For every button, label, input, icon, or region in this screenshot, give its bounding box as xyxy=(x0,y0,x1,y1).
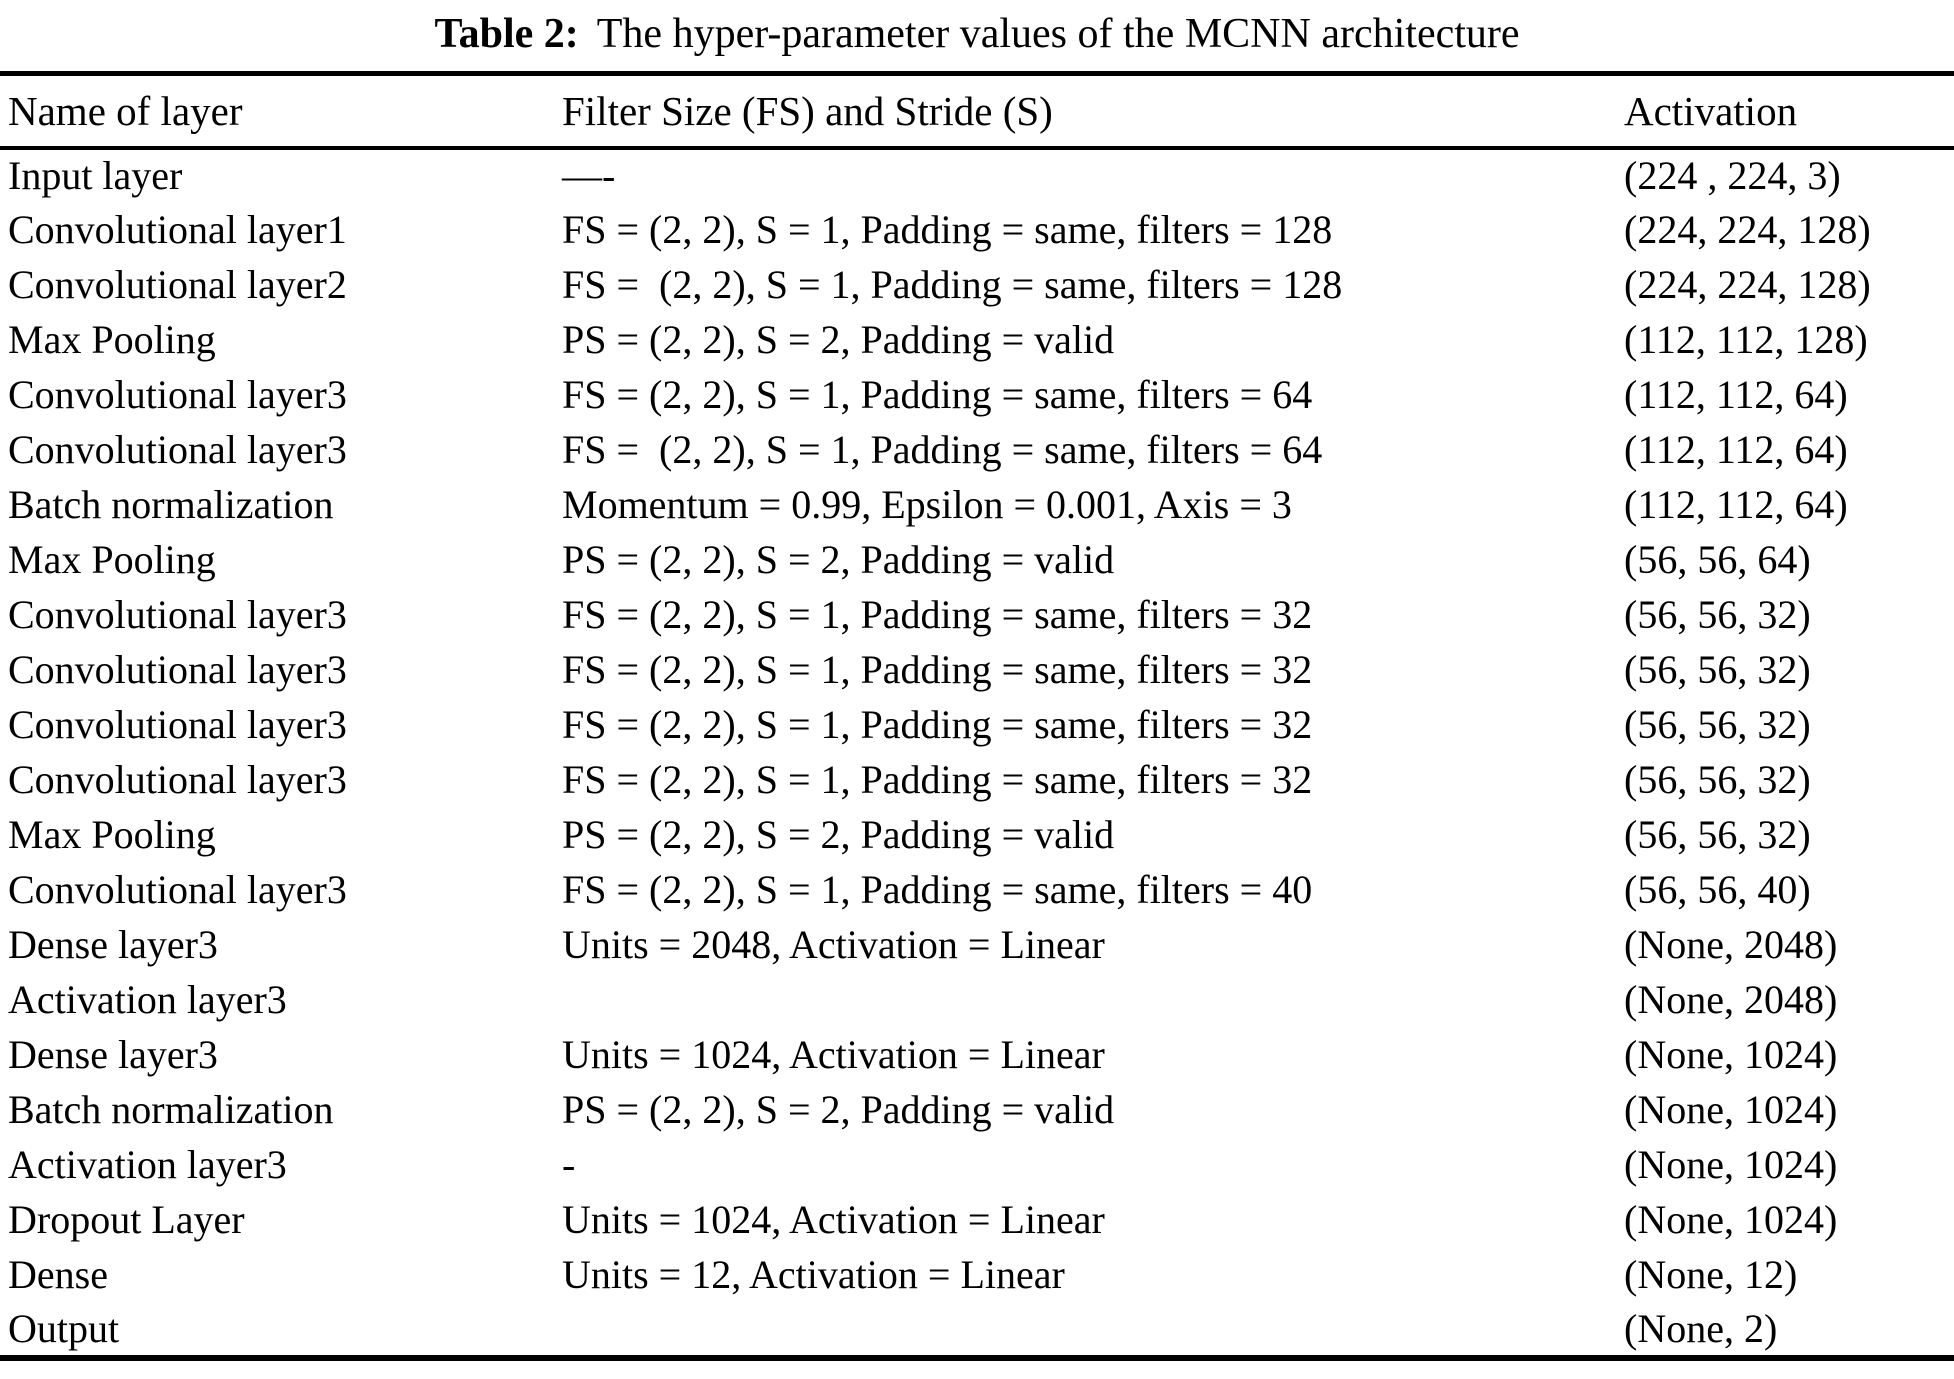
activation-cell: (112, 112, 64) xyxy=(1624,427,1848,472)
table-row: Convolutional layer3 FS = (2, 2), S = 1,… xyxy=(0,753,1954,808)
activation-cell: (None, 1024) xyxy=(1624,1032,1838,1077)
column-header-filter-stride: Filter Size (FS) and Stride (S) xyxy=(562,87,1053,134)
column-header-activation: Activation xyxy=(1624,87,1798,134)
table-header: Name of layer Filter Size (FS) and Strid… xyxy=(0,74,1954,148)
layer-name-cell: Output xyxy=(8,1305,120,1351)
activation-cell: (None, 1024) xyxy=(1624,1197,1838,1242)
filter-stride-cell: FS = (2, 2), S = 1, Padding = same, filt… xyxy=(562,757,1313,802)
layer-name-cell: Convolutional layer3 xyxy=(8,427,347,472)
table-row: Dense Units = 12, Activation = Linear (N… xyxy=(0,1248,1954,1303)
table-row: Convolutional layer3 FS = (2, 2), S = 1,… xyxy=(0,643,1954,698)
hyperparameter-table: Name of layer Filter Size (FS) and Strid… xyxy=(0,71,1954,1361)
activation-cell: (None, 1024) xyxy=(1624,1087,1838,1132)
table-row: Activation layer3 (None, 2048) xyxy=(0,973,1954,1028)
layer-name-cell: Convolutional layer3 xyxy=(8,372,347,417)
filter-stride-cell: FS = (2, 2), S = 1, Padding = same, filt… xyxy=(562,262,1343,307)
activation-cell: (None, 2048) xyxy=(1624,922,1838,967)
activation-cell: (224, 224, 128) xyxy=(1624,262,1871,307)
layer-name-cell: Max Pooling xyxy=(8,537,216,582)
table-row: Dropout Layer Units = 1024, Activation =… xyxy=(0,1193,1954,1248)
filter-stride-cell: FS = (2, 2), S = 1, Padding = same, filt… xyxy=(562,372,1313,417)
layer-name-cell: Max Pooling xyxy=(8,317,216,362)
header-row: Name of layer Filter Size (FS) and Strid… xyxy=(0,74,1954,148)
layer-name-cell: Convolutional layer2 xyxy=(8,262,347,307)
filter-stride-cell: Momentum = 0.99, Epsilon = 0.001, Axis =… xyxy=(562,482,1292,527)
table-row: Convolutional layer3 FS = (2, 2), S = 1,… xyxy=(0,423,1954,478)
filter-stride-cell: FS = (2, 2), S = 1, Padding = same, filt… xyxy=(562,702,1313,747)
layer-name-cell: Convolutional layer1 xyxy=(8,207,347,252)
table-row: Activation layer3 - (None, 1024) xyxy=(0,1138,1954,1193)
layer-name-cell: Convolutional layer3 xyxy=(8,702,347,747)
layer-name-cell: Dense layer3 xyxy=(8,1032,218,1077)
table-row: Convolutional layer2 FS = (2, 2), S = 1,… xyxy=(0,258,1954,313)
activation-cell: (56, 56, 32) xyxy=(1624,702,1811,747)
table-row: Convolutional layer1 FS = (2, 2), S = 1,… xyxy=(0,203,1954,258)
layer-name-cell: Max Pooling xyxy=(8,812,216,857)
layer-name-cell: Convolutional layer3 xyxy=(8,592,347,637)
filter-stride-cell: FS = (2, 2), S = 1, Padding = same, filt… xyxy=(562,427,1323,472)
activation-cell: (112, 112, 128) xyxy=(1624,317,1868,362)
activation-cell: (None, 2048) xyxy=(1624,977,1838,1022)
table-row: Dense layer3 Units = 2048, Activation = … xyxy=(0,918,1954,973)
layer-name-cell: Input layer xyxy=(8,153,183,198)
table-row: Convolutional layer3 FS = (2, 2), S = 1,… xyxy=(0,698,1954,753)
layer-name-cell: Convolutional layer3 xyxy=(8,867,347,912)
activation-cell: (56, 56, 40) xyxy=(1624,867,1811,912)
table-row: Convolutional layer3 FS = (2, 2), S = 1,… xyxy=(0,368,1954,423)
activation-cell: (56, 56, 32) xyxy=(1624,592,1811,637)
layer-name-cell: Convolutional layer3 xyxy=(8,757,347,802)
filter-stride-cell xyxy=(554,973,1616,1028)
table-row: Convolutional layer3 FS = (2, 2), S = 1,… xyxy=(0,588,1954,643)
table-row: Batch normalization Momentum = 0.99, Eps… xyxy=(0,478,1954,533)
activation-cell: (224 , 224, 3) xyxy=(1624,153,1841,198)
column-header-name: Name of layer xyxy=(8,87,243,134)
filter-stride-cell: Units = 1024, Activation = Linear xyxy=(562,1197,1105,1242)
activation-cell: (112, 112, 64) xyxy=(1624,482,1848,527)
table-body: Input layer —- (224 , 224, 3) Convolutio… xyxy=(0,148,1954,1358)
filter-stride-cell: —- xyxy=(562,153,616,198)
filter-stride-cell: FS = (2, 2), S = 1, Padding = same, filt… xyxy=(562,647,1313,692)
activation-cell: (56, 56, 32) xyxy=(1624,812,1811,857)
activation-cell: (56, 56, 32) xyxy=(1624,647,1811,692)
layer-name-cell: Batch normalization xyxy=(8,1087,334,1132)
filter-stride-cell: FS = (2, 2), S = 1, Padding = same, filt… xyxy=(562,867,1313,912)
layer-name-cell: Batch normalization xyxy=(8,482,334,527)
layer-name-cell: Convolutional layer3 xyxy=(8,647,347,692)
filter-stride-cell: Units = 1024, Activation = Linear xyxy=(562,1032,1105,1077)
filter-stride-cell: PS = (2, 2), S = 2, Padding = valid xyxy=(562,317,1115,362)
filter-stride-cell: PS = (2, 2), S = 2, Padding = valid xyxy=(562,1087,1115,1132)
filter-stride-cell xyxy=(554,1303,1616,1358)
table-row: Max Pooling PS = (2, 2), S = 2, Padding … xyxy=(0,313,1954,368)
activation-cell: (None, 1024) xyxy=(1624,1142,1838,1187)
filter-stride-cell: - xyxy=(562,1142,576,1187)
filter-stride-cell: PS = (2, 2), S = 2, Padding = valid xyxy=(562,812,1115,857)
layer-name-cell: Dense layer3 xyxy=(8,922,218,967)
layer-name-cell: Dropout Layer xyxy=(8,1197,245,1242)
layer-name-cell: Activation layer3 xyxy=(8,1142,287,1187)
filter-stride-cell: PS = (2, 2), S = 2, Padding = valid xyxy=(562,537,1115,582)
activation-cell: (56, 56, 64) xyxy=(1624,537,1811,582)
table-caption-text: The hyper-parameter values of the MCNN a… xyxy=(596,11,1520,57)
filter-stride-cell: FS = (2, 2), S = 1, Padding = same, filt… xyxy=(562,207,1333,252)
activation-cell: (56, 56, 32) xyxy=(1624,757,1811,802)
filter-stride-cell: FS = (2, 2), S = 1, Padding = same, filt… xyxy=(562,592,1313,637)
table-row: Batch normalization PS = (2, 2), S = 2, … xyxy=(0,1083,1954,1138)
table-row: Max Pooling PS = (2, 2), S = 2, Padding … xyxy=(0,808,1954,863)
activation-cell: (None, 2) xyxy=(1624,1305,1778,1351)
table-caption: Table 2: The hyper-parameter values of th… xyxy=(0,0,1954,71)
table-row: Convolutional layer3 FS = (2, 2), S = 1,… xyxy=(0,863,1954,918)
filter-stride-cell: Units = 12, Activation = Linear xyxy=(562,1252,1065,1297)
layer-name-cell: Activation layer3 xyxy=(8,977,287,1022)
table-row: Input layer —- (224 , 224, 3) xyxy=(0,148,1954,203)
activation-cell: (224, 224, 128) xyxy=(1624,207,1871,252)
table-row: Dense layer3 Units = 1024, Activation = … xyxy=(0,1028,1954,1083)
layer-name-cell: Dense xyxy=(8,1252,108,1297)
table-caption-label: Table 2: xyxy=(434,11,579,57)
table-row: Max Pooling PS = (2, 2), S = 2, Padding … xyxy=(0,533,1954,588)
table-row: Output (None, 2) xyxy=(0,1303,1954,1358)
filter-stride-cell: Units = 2048, Activation = Linear xyxy=(562,922,1105,967)
activation-cell: (112, 112, 64) xyxy=(1624,372,1848,417)
activation-cell: (None, 12) xyxy=(1624,1252,1798,1297)
